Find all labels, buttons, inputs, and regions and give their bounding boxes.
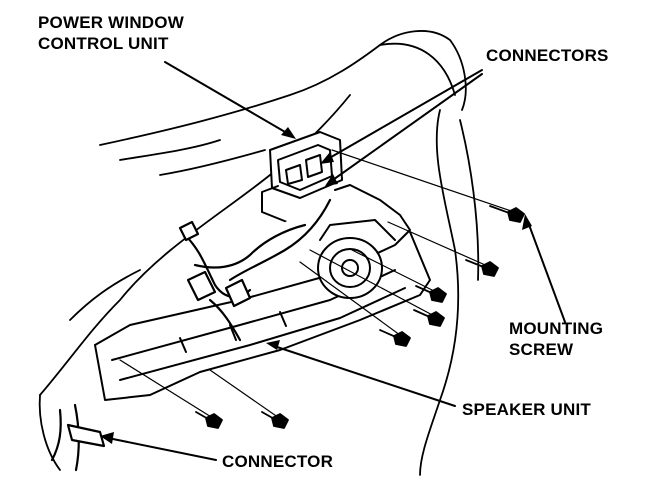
screw-6 — [195, 411, 223, 429]
power-window-control-unit-label-line-2: CONTROL UNIT — [38, 34, 169, 53]
screw-2 — [465, 259, 499, 277]
connector-leader — [107, 437, 217, 461]
speaker-unit-label: SPEAKER UNIT — [462, 400, 591, 419]
mounting-screw-leader — [527, 221, 566, 323]
screw-5 — [379, 329, 411, 347]
power-window-control-unit-shape — [261, 131, 343, 225]
speaker-unit-leader — [273, 345, 456, 407]
arrowheads — [100, 127, 532, 444]
connectors-leader-1 — [325, 69, 483, 161]
pwcu-leader — [164, 61, 293, 137]
screws — [195, 205, 525, 429]
mounting-screw-label-line-1: MOUNTING — [509, 319, 604, 338]
screw-7 — [261, 411, 289, 429]
mounting-screw-label-line-2: SCREW — [509, 340, 574, 359]
power-window-control-unit-label-line-1: POWER WINDOW — [38, 13, 184, 32]
connectors-leader-2 — [329, 73, 483, 183]
connector-label: CONNECTOR — [222, 452, 334, 471]
wire-harness — [50, 198, 332, 472]
power-window-control-unit-label: POWER WINDOW CONTROL UNIT — [38, 12, 184, 54]
mounting-screw-label: MOUNTING SCREW — [509, 318, 603, 360]
leader-lines — [107, 61, 566, 461]
screw-4 — [413, 309, 445, 327]
connectors-label: CONNECTORS — [486, 46, 609, 65]
speaker-unit-shape — [94, 184, 431, 401]
